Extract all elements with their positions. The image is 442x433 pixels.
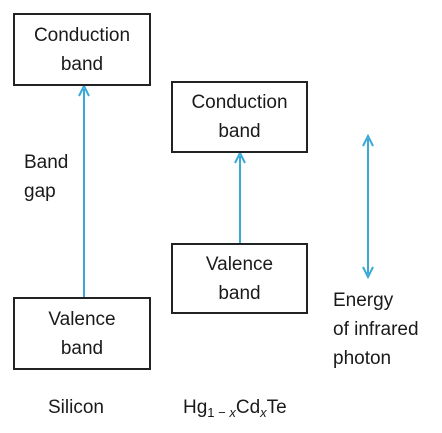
photon-label-line-2: of infrared — [333, 319, 419, 340]
silicon-material-text: Silicon — [48, 397, 104, 418]
silicon-conduction-band-line-1: Conduction — [33, 24, 131, 46]
silicon-conduction-band-box: Conduction band — [13, 13, 151, 86]
silicon-conduction-band-line-2: band — [60, 53, 104, 75]
silicon-band-gap-line-1: Band — [24, 152, 69, 173]
silicon-band-gap-arrow-head — [78, 83, 90, 97]
formula-hg-subscript-number: 1 − — [207, 405, 230, 420]
silicon-material-label: Silicon — [48, 393, 104, 422]
infrared-photon-energy-arrow — [362, 133, 374, 280]
hgcdte-material-formula: Hg1 − xCdxTe — [183, 397, 287, 420]
infrared-photon-energy-label: Energy of infrared photon — [333, 286, 419, 373]
hgcdte-valence-band-line-1: Valence — [205, 253, 274, 275]
formula-cd: Cd — [235, 397, 261, 418]
silicon-valence-band-line-1: Valence — [48, 308, 116, 330]
formula-cd-subscript: x — [260, 405, 267, 420]
hgcdte-conduction-band-line-2: band — [218, 121, 261, 142]
formula-hg: Hg — [183, 397, 208, 418]
hgcdte-material-label: Hg1 − xCdxTe — [183, 393, 287, 427]
infrared-photon-energy-arrow-head-top — [362, 133, 374, 147]
silicon-valence-band-box: Valence band — [13, 297, 151, 370]
silicon-band-gap-arrow — [78, 83, 90, 297]
silicon-band-gap-label: Band gap — [24, 148, 68, 206]
formula-hg-subscript: 1 − x — [207, 405, 236, 420]
photon-label-line-3: photon — [333, 348, 392, 369]
hgcdte-valence-band-line-2: band — [218, 282, 261, 304]
silicon-band-gap-line-2: gap — [24, 181, 56, 202]
formula-hg-subscript-var: x — [229, 405, 236, 420]
hgcdte-band-gap-arrow — [234, 150, 246, 243]
formula-cd-subscript-var: x — [260, 405, 267, 420]
photon-label-line-1: Energy — [333, 290, 394, 311]
infrared-photon-energy-arrow-head-bottom — [362, 266, 374, 280]
silicon-valence-band-line-2: band — [60, 337, 104, 359]
hgcdte-conduction-band-line-1: Conduction — [191, 92, 288, 113]
hgcdte-conduction-band-box: Conduction band — [171, 81, 308, 153]
hgcdte-valence-band-box: Valence band — [171, 243, 308, 314]
hgcdte-band-gap-arrow-head — [234, 150, 246, 164]
formula-te: Te — [266, 397, 287, 418]
